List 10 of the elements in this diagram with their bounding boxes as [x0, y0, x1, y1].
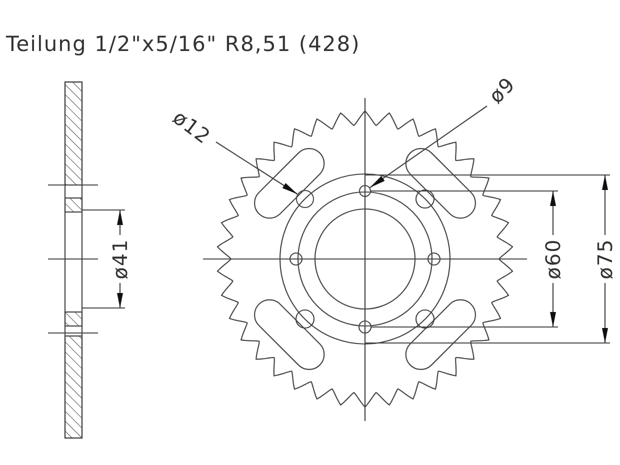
leader-line — [216, 142, 298, 195]
drawing-title: Teilung 1/2"x5/16" R8,51 (428) — [6, 34, 360, 55]
bolt-hole — [296, 190, 314, 208]
leader-line — [370, 106, 488, 188]
dimension-label: ø12 — [170, 106, 214, 148]
dimension-label: ø9 — [485, 73, 519, 107]
dimension-label: ø75 — [595, 238, 615, 280]
dimension-label: ø41 — [110, 238, 130, 280]
bolt-hole — [359, 185, 371, 197]
dimension-label: ø60 — [543, 238, 563, 280]
